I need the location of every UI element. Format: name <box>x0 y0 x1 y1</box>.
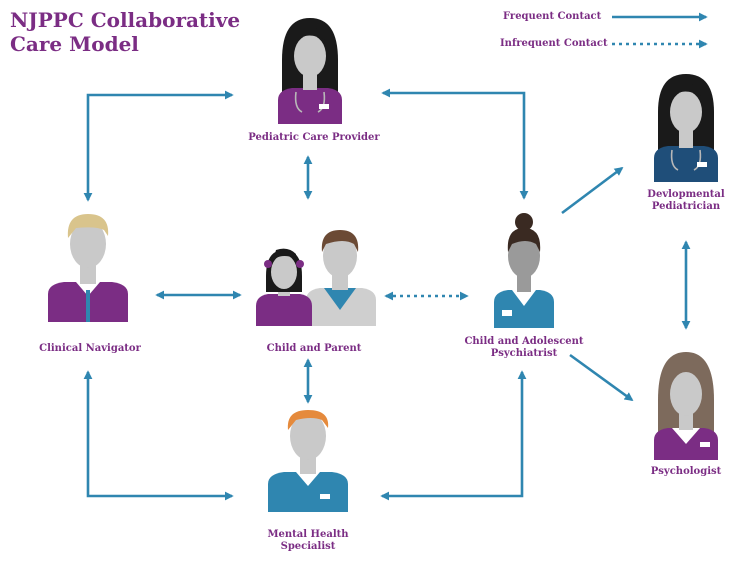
title-line-2: Care Model <box>10 32 139 56</box>
label-developmental-pediatrician: Devlopmental Pediatrician <box>647 189 725 212</box>
label-pediatric-care-provider: Pediatric Care Provider <box>248 132 380 143</box>
arrow-psychiatrist-developmental <box>561 166 624 215</box>
arrow-navigator-mentalhealth <box>83 370 234 501</box>
psychologist-figure <box>654 352 718 460</box>
child-and-parent-figure <box>256 230 376 326</box>
label-psychiatrist: Child and Adolescent Psychiatrist <box>464 336 584 359</box>
label-mental-health-specialist: Mental Health Specialist <box>267 529 349 552</box>
developmental-pediatrician-figure <box>654 74 718 182</box>
arrow-psychiatrist-psychologist <box>569 353 634 402</box>
psychiatrist-figure <box>494 213 554 328</box>
legend-frequent-label: Frequent Contact <box>503 11 602 22</box>
arrow-mentalhealth-psychiatrist <box>380 370 527 501</box>
title-line-1: NJPPC Collaborative <box>10 8 241 32</box>
diagram-title: NJPPC Collaborative Care Model <box>10 8 240 56</box>
legend-infrequent-label: Infrequent Contact <box>500 38 608 49</box>
pediatric-care-provider-figure <box>278 18 342 124</box>
label-child-and-parent: Child and Parent <box>266 343 362 354</box>
label-psychologist: Psychologist <box>650 466 722 477</box>
mental-health-specialist-figure <box>268 410 348 512</box>
arrow-navigator-pediatric <box>83 90 234 202</box>
arrow-pediatric-psychiatrist <box>381 88 529 200</box>
label-clinical-navigator: Clinical Navigator <box>39 343 141 354</box>
clinical-navigator-figure <box>48 214 128 322</box>
